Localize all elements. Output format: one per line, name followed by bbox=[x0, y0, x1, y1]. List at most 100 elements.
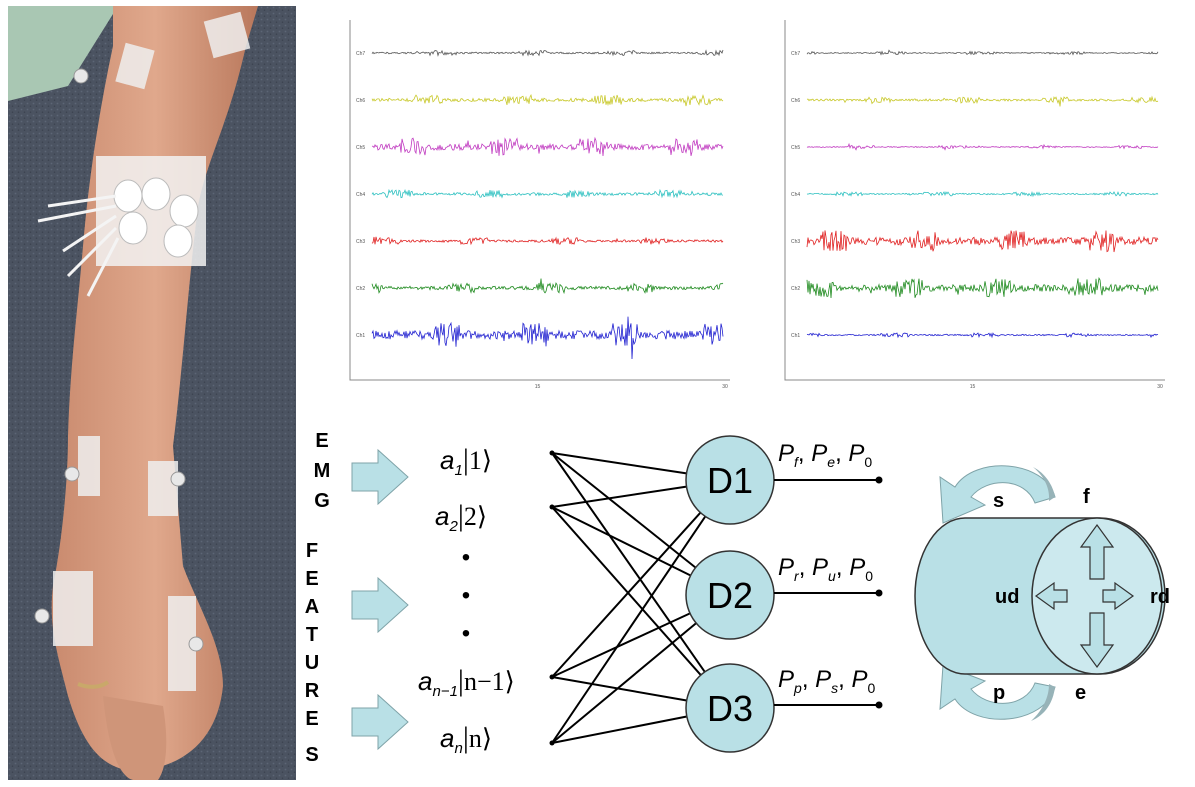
x-tick-label: 15 bbox=[970, 384, 976, 390]
channel-label: Ch1 bbox=[791, 333, 800, 339]
chart-axis bbox=[784, 20, 1165, 381]
label-ulnar-deviation: ud bbox=[995, 586, 1019, 608]
emg-trace bbox=[371, 49, 724, 57]
label-extension: e bbox=[1075, 682, 1086, 704]
connection-line bbox=[551, 612, 691, 678]
pronation-arrow-icon bbox=[939, 664, 1056, 720]
label-flexion: f bbox=[1083, 486, 1090, 508]
connection-line bbox=[551, 511, 702, 678]
features-letter: A bbox=[305, 596, 319, 618]
connection-line bbox=[551, 485, 687, 508]
label-supination: s bbox=[993, 490, 1004, 512]
wrist-face bbox=[1031, 517, 1163, 675]
features-label: F E A T U R E S bbox=[305, 540, 320, 766]
input-node bbox=[549, 504, 555, 510]
features-letter: S bbox=[305, 744, 318, 766]
output-terminal bbox=[875, 476, 883, 484]
emg-trace bbox=[806, 142, 1159, 151]
ellipsis-dot: • bbox=[462, 620, 470, 647]
channel-label: Ch3 bbox=[791, 239, 800, 245]
emg-trace bbox=[371, 93, 724, 107]
arm-photo bbox=[8, 6, 296, 780]
emg-trace bbox=[806, 332, 1159, 339]
emg-trace bbox=[371, 236, 724, 246]
channel-label: Ch2 bbox=[791, 286, 800, 292]
channel-label: Ch2 bbox=[356, 286, 365, 292]
connection-line bbox=[551, 715, 687, 744]
label-pronation: p bbox=[993, 682, 1005, 704]
flexion-arrow-icon bbox=[1079, 523, 1115, 580]
emg-trace bbox=[371, 136, 724, 157]
channel-label: Ch5 bbox=[791, 145, 800, 151]
emg-trace bbox=[806, 277, 1159, 299]
emg-letter: G bbox=[314, 490, 330, 512]
channel-label: Ch4 bbox=[791, 192, 800, 198]
channel-label: Ch6 bbox=[791, 98, 800, 104]
emg-trace bbox=[371, 188, 724, 199]
channel-label: Ch6 bbox=[356, 98, 365, 104]
input-arrow-icon bbox=[351, 576, 409, 634]
emg-trace bbox=[806, 190, 1159, 198]
connection-line bbox=[551, 506, 702, 676]
decoder-label: D1 bbox=[707, 460, 753, 501]
features-letter: U bbox=[305, 652, 319, 674]
wrist-movement-diagram: s f ud rd p e bbox=[914, 465, 1170, 721]
input-arrow-icon bbox=[351, 448, 409, 506]
emg-trace bbox=[806, 230, 1159, 253]
connection-line bbox=[551, 515, 707, 744]
connection-line bbox=[551, 676, 687, 702]
channel-label: Ch4 bbox=[356, 192, 365, 198]
emg-label: E M G bbox=[314, 430, 331, 512]
channel-label: Ch1 bbox=[356, 333, 365, 339]
ellipsis-dot: • bbox=[462, 582, 470, 609]
connection-line bbox=[551, 452, 706, 673]
decoder-label: D3 bbox=[707, 688, 753, 729]
supination-arrow-icon bbox=[939, 465, 1056, 524]
chart-axis bbox=[349, 20, 730, 381]
decoder-outputs-d2: Pr, Pu, P0 bbox=[778, 554, 873, 584]
x-tick-label: 30 bbox=[1157, 384, 1163, 390]
radial-deviation-arrow-icon bbox=[1102, 581, 1135, 611]
input-node bbox=[549, 740, 555, 746]
x-tick-label: 15 bbox=[535, 384, 541, 390]
decoder-network-diagram: E M G F E A T U R E S a1|1⟩ a2|2⟩ an−1|n… bbox=[305, 430, 883, 766]
input-label-2: a2|2⟩ bbox=[435, 499, 487, 535]
connection-line bbox=[551, 506, 692, 577]
emg-trace bbox=[371, 278, 724, 295]
emg-trace bbox=[806, 49, 1159, 56]
decoder-d2: D2 bbox=[685, 550, 775, 640]
emg-letter: M bbox=[314, 460, 331, 482]
connection-lines bbox=[549, 450, 707, 746]
label-radial-deviation: rd bbox=[1150, 586, 1170, 608]
features-letter: T bbox=[306, 624, 318, 646]
emg-trace bbox=[371, 316, 724, 360]
channel-label: Ch3 bbox=[356, 239, 365, 245]
output-terminal bbox=[875, 589, 883, 597]
ulnar-deviation-arrow-icon bbox=[1034, 581, 1068, 611]
decoder-outputs-d1: Pf, Pe, P0 bbox=[778, 440, 872, 470]
input-label-n-minus-1: an−1|n−1⟩ bbox=[418, 664, 515, 700]
features-letter: F bbox=[306, 540, 318, 562]
input-node bbox=[549, 450, 555, 456]
emg-letter: E bbox=[315, 430, 328, 452]
decoder-label: D2 bbox=[707, 575, 753, 616]
channel-label: Ch7 bbox=[356, 51, 365, 57]
input-label-1: a1|1⟩ bbox=[440, 443, 492, 479]
decoder-outputs-d3: Pp, Ps, P0 bbox=[778, 666, 876, 696]
decoder-d1: D1 bbox=[685, 435, 775, 525]
connection-line bbox=[551, 622, 697, 744]
ellipsis-dot: • bbox=[462, 544, 470, 571]
features-letter: E bbox=[305, 708, 318, 730]
connection-line bbox=[551, 452, 697, 569]
x-tick-label: 30 bbox=[722, 384, 728, 390]
features-letter: R bbox=[305, 680, 320, 702]
input-label-n: an|n⟩ bbox=[440, 721, 492, 757]
output-terminal bbox=[875, 701, 883, 709]
channel-label: Ch7 bbox=[791, 51, 800, 57]
decoder-d3: D3 bbox=[685, 663, 775, 753]
extension-arrow-icon bbox=[1079, 612, 1115, 669]
input-arrow-icon bbox=[351, 693, 409, 751]
